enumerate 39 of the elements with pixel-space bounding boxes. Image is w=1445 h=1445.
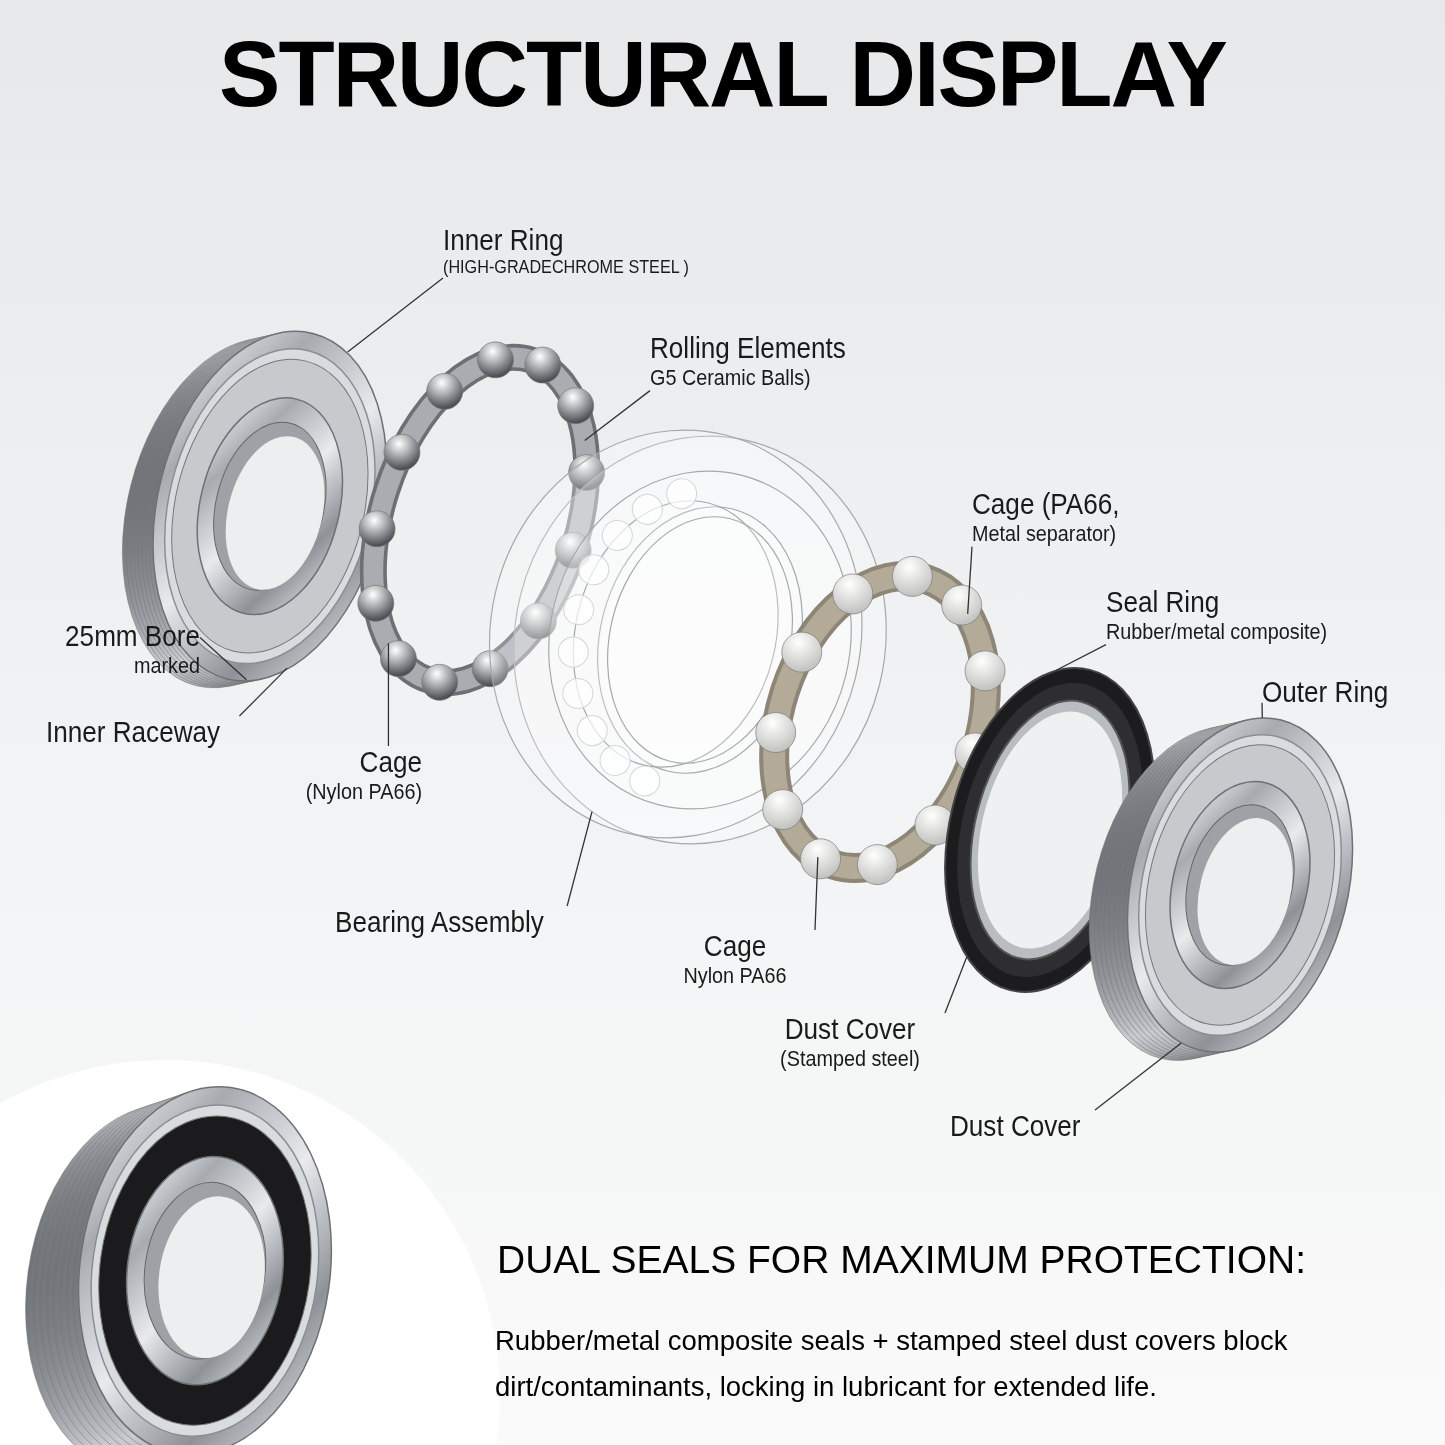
transparent-bearing-drawing — [488, 429, 887, 845]
heading: DUAL SEALS FOR MAXIMUM PROTECTION: — [497, 1238, 1306, 1282]
part-note: Metal separator) — [972, 521, 1118, 547]
part-note: (Nylon PA66) — [304, 779, 422, 805]
part-label: Dust Cover — [950, 1110, 1081, 1144]
leader-line — [1053, 644, 1107, 672]
leader-line — [566, 810, 593, 907]
part-note: (HIGH-GRADECHROME STEEL ) — [443, 257, 689, 279]
part-note: (Stamped steel) — [779, 1046, 921, 1072]
bearing-drawing — [1089, 717, 1354, 1061]
leader-line — [967, 546, 973, 615]
ceramic-ball-cage-drawing — [755, 556, 1006, 885]
part-label: Cage — [702, 930, 768, 964]
title: STRUCTURAL DISPLAY — [218, 22, 1227, 127]
leader-line — [1261, 702, 1263, 719]
part-label: Inner Raceway — [46, 716, 221, 750]
part-note: G5 Ceramic Balls) — [650, 365, 812, 391]
leader-line — [1094, 1042, 1182, 1111]
leader-line — [584, 390, 651, 442]
leader-line — [387, 642, 390, 747]
part-label: 25mm Bore — [64, 620, 200, 654]
part-label: Rolling Elements — [650, 332, 846, 366]
part-label: Outer Ring — [1262, 676, 1389, 710]
part-note: Rubber/metal composite) — [1106, 619, 1328, 645]
part-label: Cage (PA66, — [972, 488, 1120, 522]
part-label: Bearing Assembly — [335, 906, 544, 940]
leader-line — [238, 667, 288, 717]
leader-line — [199, 636, 248, 681]
part-note: Nylon PA66 — [682, 963, 788, 989]
part-label: Dust Cover — [783, 1013, 917, 1047]
leader-line — [944, 955, 968, 1014]
leader-line — [347, 277, 444, 353]
part-label: Inner Ring — [443, 224, 565, 258]
description: Rubber/metal composite seals + stamped steel dust covers block dirt/contaminants, locking in lubricant for extended life. — [495, 1324, 1289, 1404]
part-label: Cage — [358, 746, 422, 780]
part-label: Seal Ring — [1106, 586, 1221, 620]
part-note: marked — [133, 653, 200, 679]
ball-cage-drawing — [357, 341, 605, 701]
leader-line — [814, 856, 819, 931]
